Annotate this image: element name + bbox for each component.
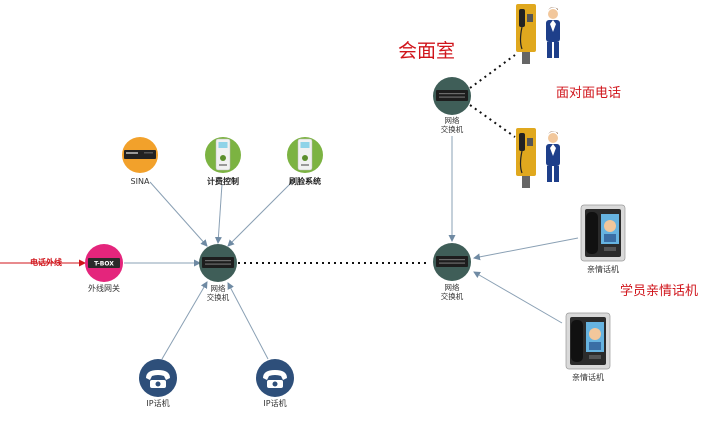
switch-label-line1: 网络	[444, 283, 460, 292]
face-to-face-phone-title: 面对面电话	[556, 86, 622, 101]
sina-label: SINA	[130, 177, 150, 186]
right-switch-label: 网络 交换机	[432, 283, 472, 301]
link-ipphone1-switch	[161, 281, 208, 360]
meeting-phone-icon	[516, 128, 536, 188]
switch-label-line2: 交换机	[440, 292, 464, 301]
link-family1-switch	[473, 237, 579, 261]
switch-label-line2: 交换机	[206, 293, 230, 302]
gateway-icon: T-BOX	[85, 244, 123, 282]
right-switch-icon	[433, 243, 471, 281]
link-topswitch-phone1	[469, 54, 516, 89]
ip-phone-icon	[256, 359, 294, 397]
switch-label-line1: 网络	[210, 284, 226, 293]
sina-device-icon	[122, 137, 158, 173]
external-line-label: 电话外线	[30, 258, 62, 267]
ip-phone-icon	[139, 359, 177, 397]
family-phone-label: 亲情话机	[572, 373, 604, 382]
link-topswitch-phone2	[469, 104, 516, 138]
ip-phone-label: IP话机	[146, 399, 170, 408]
meeting-phone-icon	[516, 4, 536, 64]
family-phone-icon	[565, 312, 611, 370]
ip-phone-label: IP话机	[263, 399, 287, 408]
top-switch-label: 网络 交换机	[432, 116, 472, 134]
meeting-room-title: 会面室	[398, 40, 456, 62]
person-icon	[546, 131, 560, 182]
family-phone-label: 亲情话机	[587, 265, 619, 274]
left-switch-icon	[199, 244, 237, 282]
link-family2-switch	[473, 271, 563, 324]
gateway-label: 外线网关	[88, 284, 120, 293]
gateway-badge: T-BOX	[94, 261, 114, 268]
student-family-phone-title: 学员亲情话机	[620, 284, 699, 299]
billing-label: 计费控制	[207, 177, 239, 186]
person-icon	[546, 7, 560, 58]
link-ipphone2-switch	[227, 282, 269, 360]
link-billing-switch	[214, 183, 223, 244]
top-switch-icon	[433, 77, 471, 115]
link-face-switch	[227, 181, 293, 247]
switch-label-line2: 交换机	[440, 125, 464, 134]
face-label: 刷脸系统	[289, 177, 321, 186]
switch-label-line1: 网络	[444, 116, 460, 125]
family-phone-icon	[580, 204, 626, 262]
link-sina-switch	[149, 181, 208, 247]
face-recognition-icon	[287, 137, 323, 173]
billing-control-icon	[205, 137, 241, 173]
left-switch-label: 网络 交换机	[198, 284, 238, 302]
